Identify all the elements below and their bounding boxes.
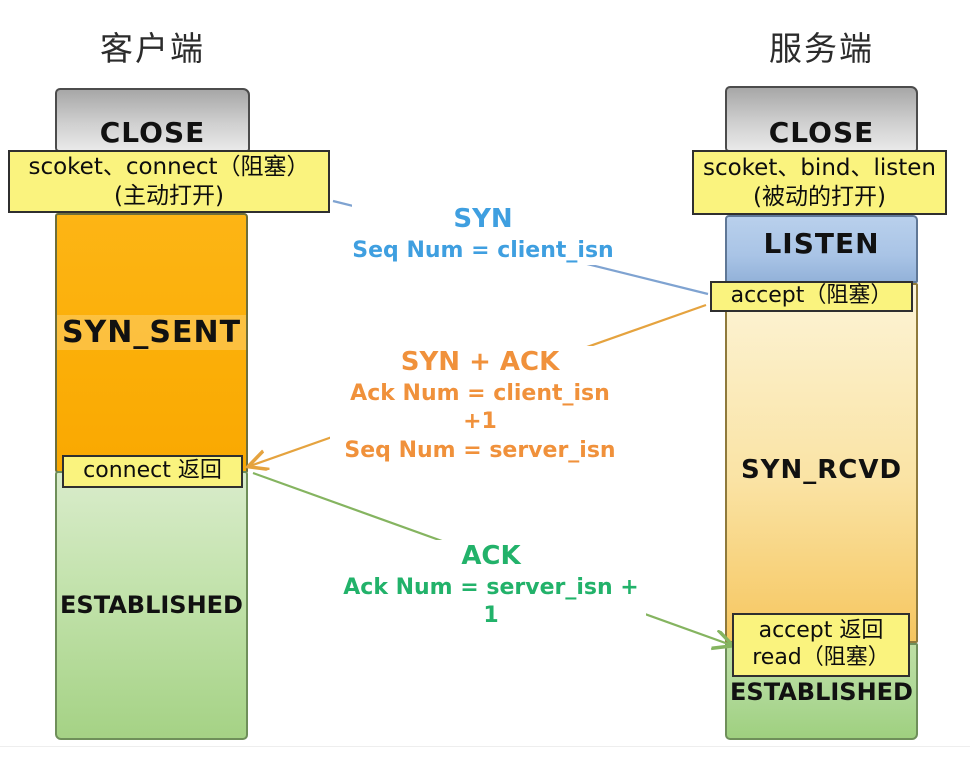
server-open-note: scoket、bind、listen (被动的打开) bbox=[692, 150, 947, 215]
client-open-note-line2: (主动打开) bbox=[114, 182, 224, 209]
syn-detail: Seq Num = client_isn bbox=[352, 237, 614, 263]
server-accept-return-note: accept 返回 read（阻塞） bbox=[732, 613, 910, 677]
ack-title: ACK bbox=[461, 541, 521, 571]
server-syn-rcvd-section: SYN_RCVD bbox=[725, 283, 918, 643]
bottom-divider bbox=[0, 746, 970, 747]
syn-ack-title: SYN + ACK bbox=[400, 347, 560, 377]
server-listen-section: LISTEN bbox=[725, 215, 918, 283]
client-syn-sent-label: SYN_SENT bbox=[57, 315, 246, 350]
server-accept-return-line1: accept 返回 bbox=[758, 618, 884, 644]
client-connect-return-label: connect 返回 bbox=[83, 458, 222, 484]
server-listen-label: LISTEN bbox=[763, 227, 880, 260]
server-established-label: ESTABLISHED bbox=[730, 678, 913, 706]
client-open-note-line1: scoket、connect（阻塞） bbox=[28, 154, 310, 181]
syn-ack-detail-2: Seq Num = server_isn bbox=[344, 437, 616, 463]
client-open-note: scoket、connect（阻塞） (主动打开) bbox=[8, 150, 330, 213]
syn-ack-message-label: SYN + ACK Ack Num = client_isn +1 Seq Nu… bbox=[330, 346, 630, 466]
client-close-label: CLOSE bbox=[99, 116, 206, 149]
server-accept-block-note: accept（阻塞） bbox=[710, 281, 913, 312]
server-open-note-line1: scoket、bind、listen bbox=[702, 155, 937, 182]
client-established-section: ESTABLISHED bbox=[55, 471, 248, 740]
ack-message-label: ACK Ack Num = server_isn + 1 bbox=[336, 540, 646, 631]
server-open-note-line2: (被动的打开) bbox=[753, 183, 886, 210]
server-accept-block-label: accept（阻塞） bbox=[730, 283, 893, 309]
client-title: 客户端 bbox=[100, 29, 205, 68]
syn-title: SYN bbox=[453, 204, 513, 234]
syn-ack-detail-1: Ack Num = client_isn +1 bbox=[350, 380, 610, 435]
ack-detail: Ack Num = server_isn + 1 bbox=[343, 574, 639, 629]
server-close-section: CLOSE bbox=[725, 86, 918, 152]
server-close-label: CLOSE bbox=[768, 116, 875, 149]
client-established-label: ESTABLISHED bbox=[60, 591, 243, 619]
server-accept-return-line2: read（阻塞） bbox=[752, 645, 890, 670]
server-title: 服务端 bbox=[769, 29, 874, 68]
syn-message-label: SYN Seq Num = client_isn bbox=[352, 203, 614, 266]
client-connect-return-note: connect 返回 bbox=[62, 455, 243, 488]
server-syn-rcvd-label: SYN_RCVD bbox=[740, 455, 903, 485]
